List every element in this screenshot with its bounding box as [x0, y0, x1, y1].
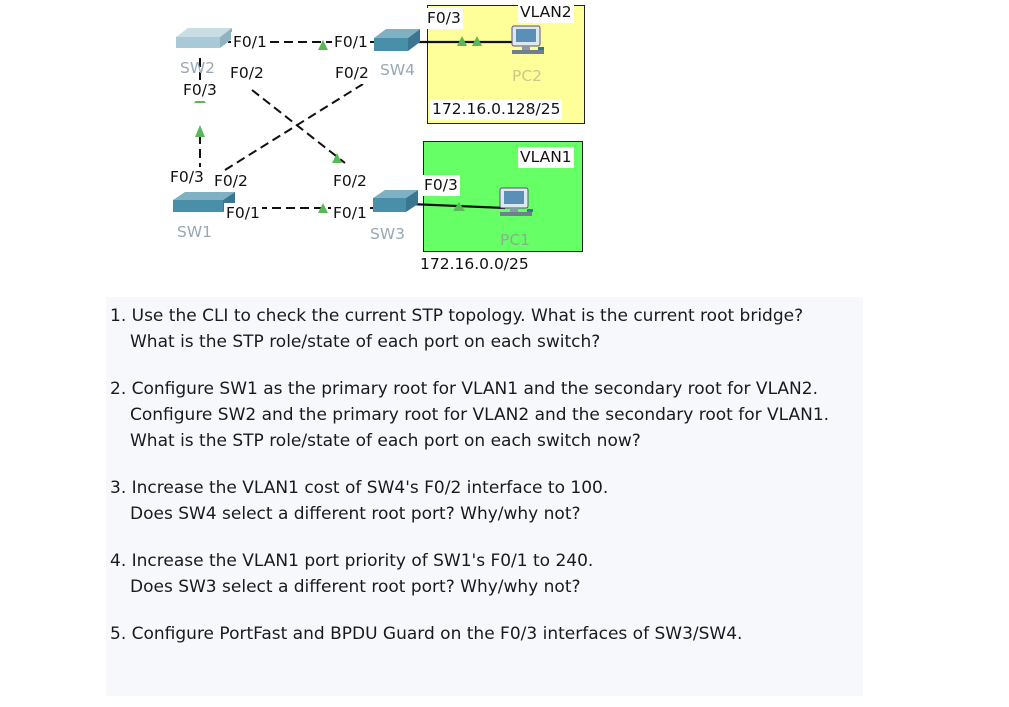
- port-label-sw2-f01: F0/1: [231, 32, 269, 53]
- question-5: 5. Configure PortFast and BPDU Guard on …: [110, 621, 863, 647]
- port-label-sw2-f02: F0/2: [228, 63, 266, 84]
- vlan1-subnet: 172.16.0.0/25: [418, 254, 531, 275]
- device-label-pc2: PC2: [512, 67, 543, 85]
- port-label-sw1-f03: F0/3: [168, 167, 206, 188]
- question-2: 2. Configure SW1 as the primary root for…: [110, 376, 863, 454]
- link-light-sw1-f03: [195, 125, 205, 137]
- port-label-sw3-f02: F0/2: [331, 171, 369, 192]
- link-light-sw3-pc1: [453, 202, 465, 211]
- device-label-sw3: SW3: [370, 225, 406, 243]
- question-line: 3. Increase the VLAN1 cost of SW4's F0/2…: [110, 478, 609, 498]
- link-sw2-sw3: [251, 89, 346, 164]
- port-label-sw4-f03: F0/3: [425, 8, 463, 29]
- link-light-sw4-pc2-b: [472, 36, 482, 46]
- device-label-sw2: SW2: [180, 59, 216, 77]
- question-line: What is the STP role/state of each port …: [130, 431, 641, 451]
- switch-icon-sw2: [176, 28, 232, 48]
- question-line: 5. Configure PortFast and BPDU Guard on …: [110, 624, 743, 644]
- link-light-sw2-sw4: [318, 40, 328, 50]
- question-line: Does SW4 select a different root port? W…: [130, 504, 581, 524]
- question-3: 3. Increase the VLAN1 cost of SW4's F0/2…: [110, 475, 863, 527]
- pc-icon-pc2: [511, 25, 544, 54]
- device-label-sw1: SW1: [177, 223, 213, 241]
- port-label-sw1-f01: F0/1: [224, 203, 262, 224]
- question-line: Configure SW2 and the primary root for V…: [130, 405, 830, 425]
- switch-icon-sw1: [173, 192, 235, 212]
- question-line: 1. Use the CLI to check the current STP …: [110, 306, 804, 326]
- question-line: 4. Increase the VLAN1 port priority of S…: [110, 551, 594, 571]
- questions-panel: 1. Use the CLI to check the current STP …: [106, 297, 863, 696]
- port-label-sw1-f02: F0/2: [212, 171, 250, 192]
- question-1: 1. Use the CLI to check the current STP …: [110, 303, 863, 355]
- question-line: Does SW3 select a different root port? W…: [130, 577, 581, 597]
- link-light-sw1-sw3: [318, 203, 328, 213]
- link-sw1-sw4: [224, 83, 364, 171]
- question-line: 2. Configure SW1 as the primary root for…: [110, 379, 818, 399]
- device-label-pc1: PC1: [500, 231, 531, 249]
- link-light-sw4-pc2-a: [457, 36, 467, 46]
- topology-diagram: [173, 25, 544, 216]
- port-label-sw4-f01: F0/1: [332, 32, 370, 53]
- vlan2-label: VLAN2: [518, 2, 574, 23]
- port-label-sw2-f03: F0/3: [181, 80, 219, 101]
- vlan2-subnet: 172.16.0.128/25: [430, 99, 563, 120]
- switch-icon-sw3: [373, 190, 418, 212]
- vlan1-label: VLAN1: [518, 147, 574, 168]
- question-4: 4. Increase the VLAN1 port priority of S…: [110, 548, 863, 600]
- pc-icon-pc1: [499, 187, 533, 216]
- question-line: What is the STP role/state of each port …: [130, 332, 601, 352]
- port-label-sw4-f02: F0/2: [333, 63, 371, 84]
- link-light-sw3-f02: [332, 153, 342, 163]
- switch-icon-sw4: [374, 29, 420, 51]
- port-label-sw3-f03: F0/3: [422, 175, 460, 196]
- device-label-sw4: SW4: [380, 61, 416, 79]
- port-label-sw3-f01: F0/1: [331, 203, 369, 224]
